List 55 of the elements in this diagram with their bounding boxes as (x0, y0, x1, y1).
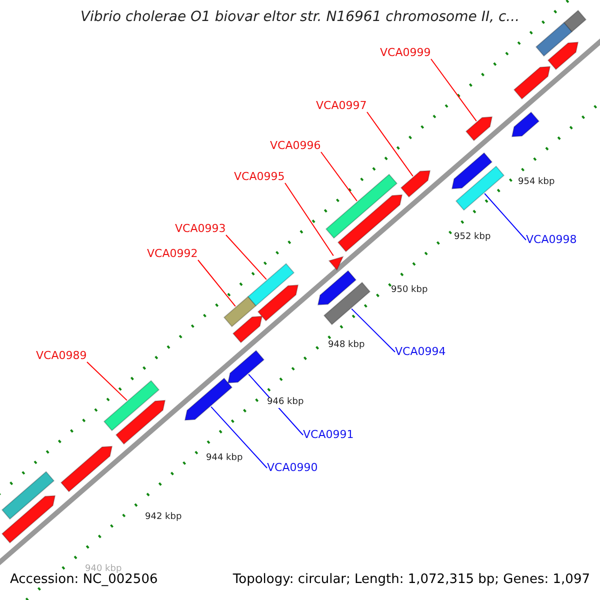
tick-label: 950 kbp (391, 286, 428, 296)
gene-block (115, 400, 166, 445)
gene-block (1, 471, 55, 520)
gene-block (325, 174, 398, 239)
gene-label: VCA0994 (395, 346, 446, 358)
gene-block (563, 10, 587, 32)
gene-block (247, 263, 295, 306)
leader-line (351, 308, 396, 352)
gene-block (511, 112, 540, 138)
map-title: Vibrio cholerae O1 biovar eltor str. N16961 chromosome II, c... (79, 10, 521, 26)
gene-block (455, 166, 505, 211)
tick-label: 942 kbp (145, 513, 182, 523)
gene-label: VCA0989 (36, 350, 87, 362)
leader-line (430, 58, 477, 122)
tick-label: 946 kbp (267, 398, 304, 408)
gene-block (257, 284, 299, 322)
leader-line (320, 152, 358, 202)
leader-line (366, 112, 414, 177)
gene-block (317, 270, 357, 306)
tick-label: 948 kbp (328, 341, 365, 351)
leader-line (484, 193, 526, 240)
summary-text: Topology: circular; Length: 1,072,315 bp; Genes: 1,097 (232, 573, 590, 588)
tick-label: 954 kbp (518, 178, 555, 188)
gene-block (547, 42, 579, 70)
gene-block (323, 282, 371, 326)
gene-label: VCA0991 (303, 429, 354, 442)
gene-block (465, 116, 493, 142)
leader-line (86, 362, 128, 401)
gene-label: VCA0990 (267, 462, 318, 474)
gene-block (400, 170, 431, 198)
gene-block (1, 495, 56, 544)
gene-block (60, 446, 113, 492)
gene-block (227, 350, 265, 384)
tick-label: 944 kbp (206, 454, 243, 464)
gene-block (451, 152, 493, 190)
gene-label: VCA0993 (175, 223, 226, 236)
leader-line (210, 406, 268, 468)
gene-block (184, 378, 233, 421)
gene-label: VCA0998 (526, 234, 577, 246)
gene-label: VCA0997 (316, 100, 367, 112)
tick-label: 952 kbp (454, 233, 491, 243)
gene-label: VCA0995 (234, 171, 285, 184)
gene-block (337, 194, 403, 252)
gene-block (232, 316, 263, 344)
accession-text: Accession: NC_002506 (10, 573, 158, 588)
gene-label: VCA0999 (380, 47, 431, 60)
gene-label: VCA0992 (147, 248, 198, 260)
leader-line (226, 234, 267, 280)
leader-line (284, 182, 334, 256)
gene-block (103, 380, 160, 432)
gene-label: VCA0996 (270, 140, 321, 152)
gene-block (223, 296, 257, 328)
leader-line (198, 260, 236, 307)
gene-block (513, 66, 551, 100)
gene-block (535, 22, 573, 57)
